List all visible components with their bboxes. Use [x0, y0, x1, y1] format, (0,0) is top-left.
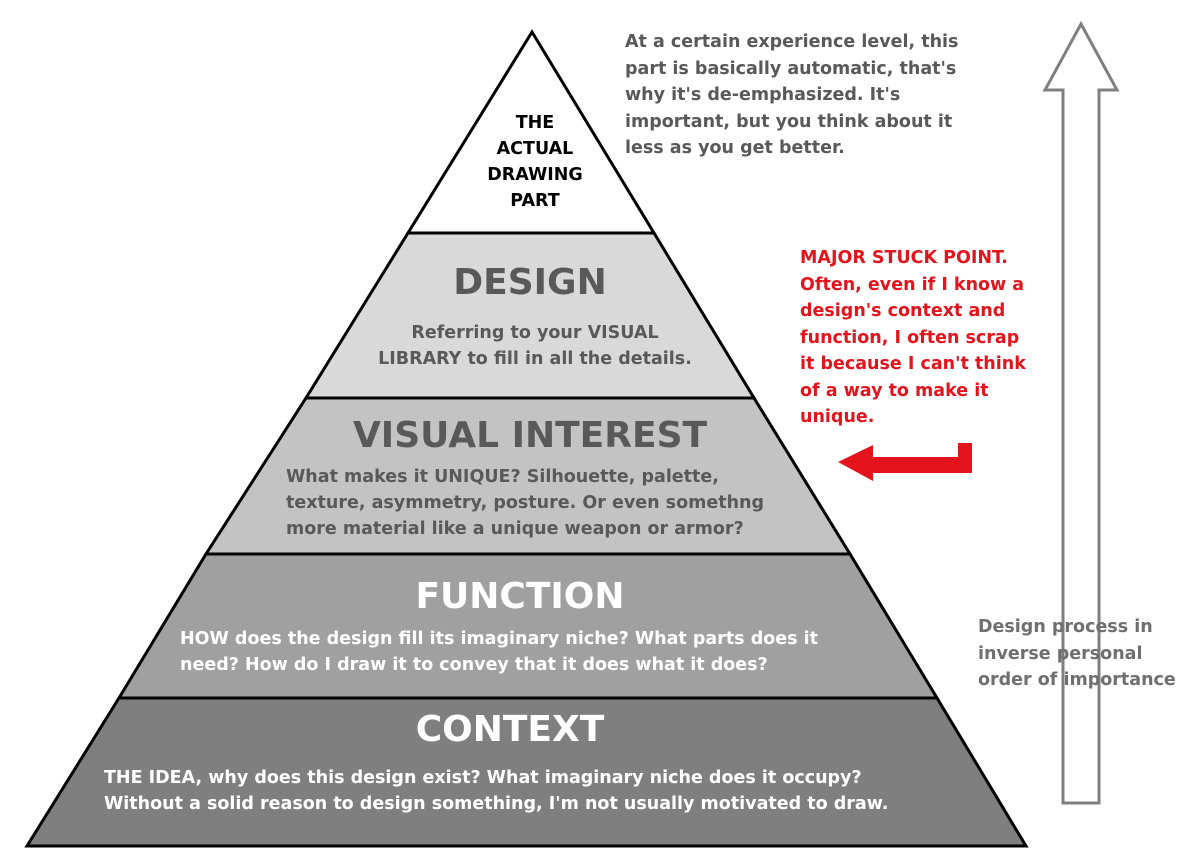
actual-drawing-label: THE ACTUAL DRAWING PART	[470, 110, 600, 214]
stuck-note-line-1: MAJOR STUCK POINT.	[800, 248, 1008, 268]
design-desc-line-1: Referring to your VISUAL	[411, 323, 659, 343]
actual-drawing-line-2: ACTUAL	[496, 139, 574, 159]
stuck-note-line-4: function, I often scrap	[800, 327, 1020, 348]
experience-note-line-5: less as you get better.	[625, 138, 845, 158]
actual-drawing-line-4: PART	[510, 191, 560, 211]
context-description: THE IDEA, why does this design exist? Wh…	[104, 765, 984, 817]
stuck-note-line-3: design's context and	[800, 301, 1006, 321]
design-desc-line-2: LIBRARY to fill in all the details.	[378, 349, 692, 369]
process-label-line-2: inverse personal	[978, 643, 1143, 664]
red-left-arrow-icon	[838, 443, 972, 481]
experience-note-line-4: important, but you think about it	[625, 111, 953, 132]
function-desc-line-2: need? How do I draw it to convey that it…	[180, 655, 768, 675]
stuck-note-line-5: it because I can't think	[800, 354, 1026, 374]
experience-note-line-1: At a certain experience level, this	[625, 32, 959, 52]
actual-drawing-line-1: THE	[515, 113, 555, 133]
pyramid-layer-design	[303, 231, 757, 400]
experience-note: At a certain experience level, this part…	[625, 29, 1005, 162]
visual-interest-description: What makes it UNIQUE? Silhouette, palett…	[286, 464, 826, 542]
stuck-note-line-2: Often, even if I know a	[800, 274, 1025, 295]
pyramid-layer-context	[24, 696, 1029, 848]
stuck-note-line-7: unique.	[800, 407, 875, 427]
stuck-note-line-6: of a way to make it	[800, 380, 989, 401]
stuck-point-note: MAJOR STUCK POINT. Often, even if I know…	[800, 245, 1060, 431]
design-description: Referring to your VISUAL LIBRARY to fill…	[355, 320, 715, 372]
function-description: HOW does the design fill its imaginary n…	[180, 626, 900, 678]
context-desc-line-1: THE IDEA, why does this design exist? Wh…	[104, 768, 862, 788]
function-desc-line-1: HOW does the design fill its imaginary n…	[180, 629, 818, 649]
experience-note-line-2: part is basically automatic, that's	[625, 58, 957, 79]
design-title: DESIGN	[453, 262, 607, 303]
context-desc-line-2: Without a solid reason to design somethi…	[104, 794, 889, 814]
visual-interest-desc-line-2: texture, asymmetry, posture. Or even som…	[286, 493, 765, 513]
process-label-line-1: Design process in	[978, 617, 1153, 637]
function-title: FUNCTION	[415, 576, 625, 617]
process-label-line-3: order of importance	[978, 670, 1176, 690]
design-process-label: Design process in inverse personal order…	[978, 614, 1198, 694]
context-title: CONTEXT	[415, 709, 605, 750]
visual-interest-desc-line-1: What makes it UNIQUE? Silhouette, palett…	[286, 467, 719, 487]
visual-interest-title: VISUAL INTEREST	[352, 415, 708, 456]
visual-interest-desc-line-3: more material like a unique weapon or ar…	[286, 519, 744, 539]
hollow-up-arrow-icon	[1042, 20, 1120, 805]
experience-note-line-3: why it's de-emphasized. It's	[625, 85, 901, 105]
actual-drawing-line-3: DRAWING	[487, 165, 583, 185]
